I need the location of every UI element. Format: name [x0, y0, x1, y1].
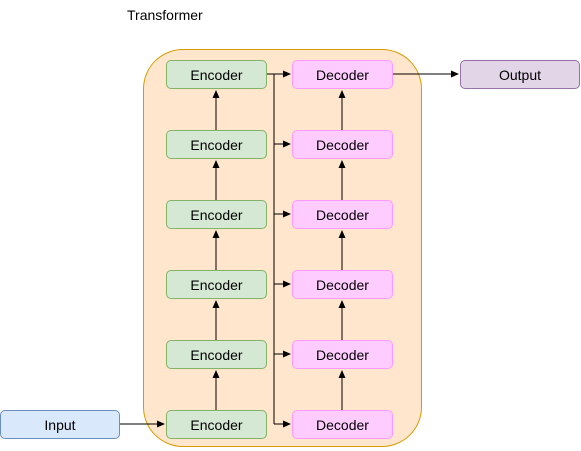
decoder-block: Decoder: [292, 410, 393, 439]
encoder-block: Encoder: [166, 200, 267, 229]
encoder-block: Encoder: [166, 60, 267, 89]
encoder-block: Encoder: [166, 410, 267, 439]
decoder-block: Decoder: [292, 340, 393, 369]
decoder-block: Decoder: [292, 270, 393, 299]
output-block: Output: [460, 60, 580, 89]
transformer-container: [143, 49, 422, 447]
input-block: Input: [0, 410, 120, 439]
decoder-block: Decoder: [292, 200, 393, 229]
diagram-title: Transformer: [127, 7, 203, 23]
encoder-block: Encoder: [166, 270, 267, 299]
decoder-block: Decoder: [292, 130, 393, 159]
encoder-block: Encoder: [166, 130, 267, 159]
decoder-block: Decoder: [292, 60, 393, 89]
encoder-block: Encoder: [166, 340, 267, 369]
